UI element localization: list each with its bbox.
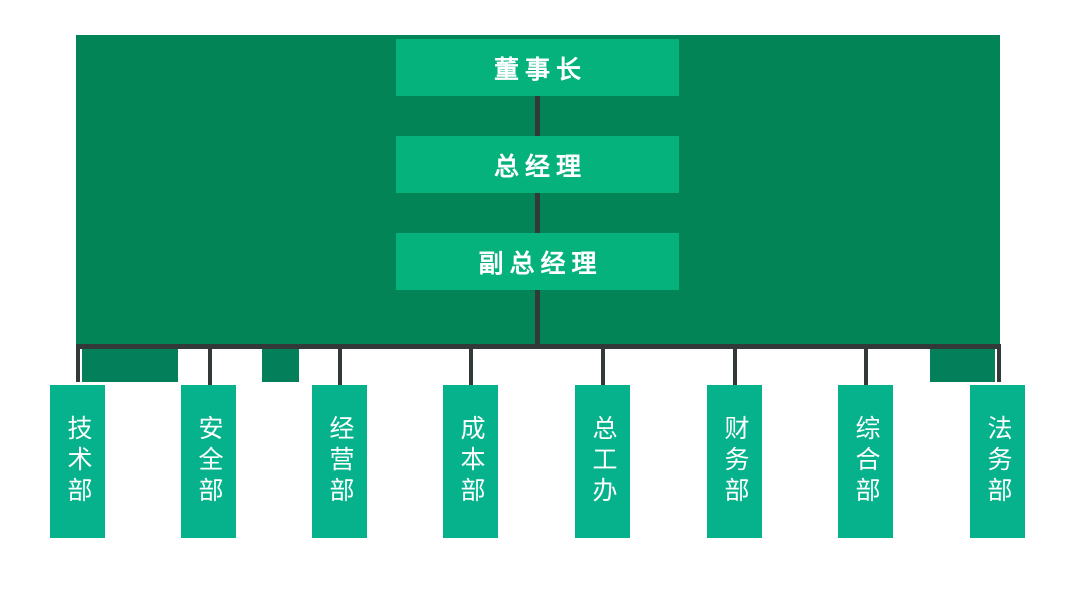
dept-label-admin: 综合部	[852, 415, 880, 508]
dept-box-chief-eng[interactable]: 总工办	[575, 385, 630, 538]
drop-line-cost	[601, 344, 605, 386]
dept-label-tech: 技术部	[64, 415, 92, 508]
dept-label-safety: 安全部	[195, 415, 223, 508]
drop-line-operations	[469, 344, 473, 386]
bus-end-cap-right	[997, 344, 1001, 382]
dept-box-admin[interactable]: 综合部	[838, 385, 893, 538]
exec-box-deputy-general-manager[interactable]: 副总经理	[396, 233, 679, 290]
exec-label-deputy-general-manager: 副总经理	[478, 249, 603, 278]
drop-line-safety	[338, 344, 342, 386]
exec-label-general-manager: 总经理	[493, 152, 587, 181]
tab-block-right	[930, 345, 995, 382]
dept-label-cost: 成本部	[457, 415, 485, 508]
dept-box-legal[interactable]: 法务部	[970, 385, 1025, 538]
dept-label-operations: 经营部	[326, 415, 354, 508]
exec-label-chairman: 董事长	[493, 55, 587, 84]
dept-box-finance[interactable]: 财务部	[707, 385, 762, 538]
drop-line-chief-eng	[733, 344, 737, 386]
dept-box-cost[interactable]: 成本部	[443, 385, 498, 538]
dept-label-chief-eng: 总工办	[589, 415, 617, 508]
exec-box-general-manager[interactable]: 总经理	[396, 136, 679, 193]
dept-label-finance: 财务部	[721, 415, 749, 508]
connector-chairman-to-gm	[535, 96, 540, 136]
drop-line-tech	[208, 344, 212, 386]
bus-end-cap-left	[76, 344, 80, 382]
dept-box-operations[interactable]: 经营部	[312, 385, 367, 538]
dept-box-safety[interactable]: 安全部	[181, 385, 236, 538]
connector-deputy-to-bus	[535, 290, 540, 345]
connector-gm-to-deputy	[535, 193, 540, 233]
tab-block-mid	[262, 345, 299, 382]
exec-box-chairman[interactable]: 董事长	[396, 39, 679, 96]
dept-label-legal: 法务部	[984, 415, 1012, 508]
dept-box-tech[interactable]: 技术部	[50, 385, 105, 538]
distribution-bus-bar	[76, 344, 1001, 349]
tab-block-left	[82, 345, 178, 382]
drop-line-finance	[864, 344, 868, 386]
